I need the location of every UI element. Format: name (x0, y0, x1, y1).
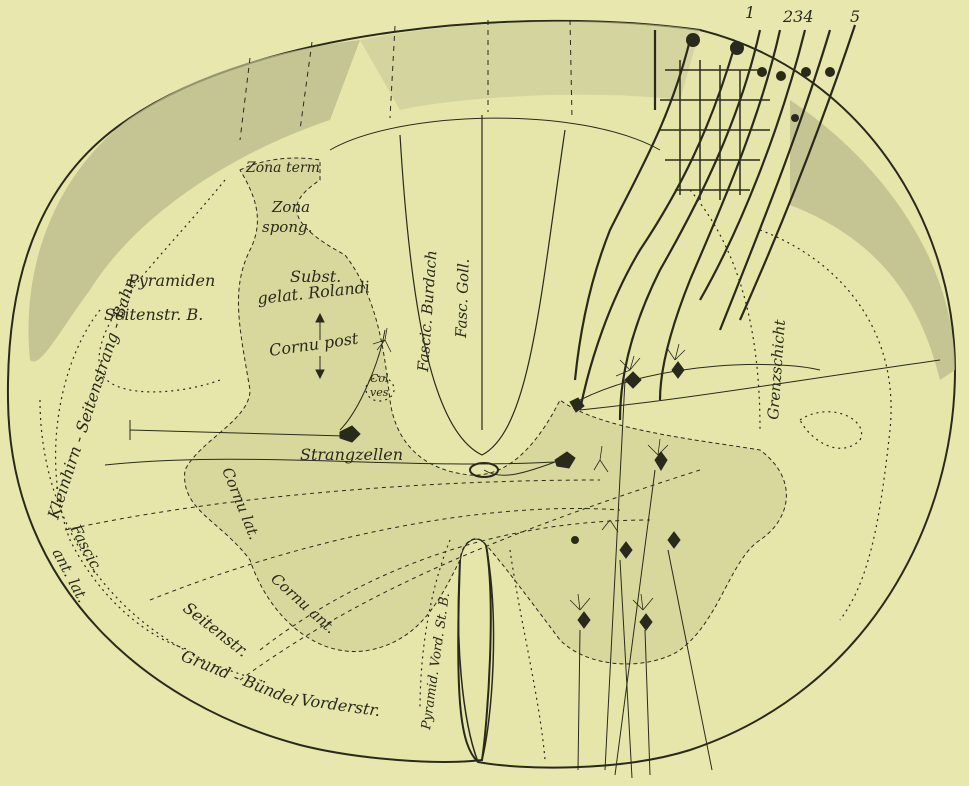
label-pyramiden: Pyramiden (127, 271, 215, 290)
label-seitenstr-b: Seitenstr. B. (104, 305, 203, 324)
label-col: Col (370, 372, 389, 385)
label-fasc-goll: Fasc. Goll. (452, 258, 473, 339)
root-number-1: 1 (745, 3, 755, 22)
label-strangzellen: Strangzellen (300, 445, 403, 464)
label-zona-spong-1: Zona (271, 198, 310, 216)
root-number-234: 234 (782, 7, 814, 26)
root-number-5: 5 (850, 7, 860, 26)
label-zona-term: Zona term (245, 160, 320, 176)
label-ves: ves (370, 386, 389, 399)
label-zona-spong-2: spong. (262, 218, 312, 236)
